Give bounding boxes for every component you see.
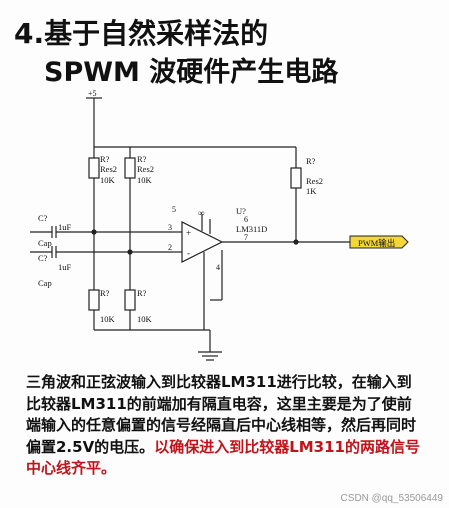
supply-label: +5 <box>88 89 97 98</box>
svg-text:-: - <box>187 248 190 258</box>
svg-text:1uF: 1uF <box>58 222 72 232</box>
svg-text:4: 4 <box>216 263 220 272</box>
svg-text:10K: 10K <box>100 175 116 185</box>
svg-text:R?: R? <box>137 154 147 164</box>
svg-text:1K: 1K <box>306 186 317 196</box>
svg-text:10K: 10K <box>100 314 116 324</box>
svg-text:5: 5 <box>172 205 176 214</box>
svg-text:R?: R? <box>100 154 110 164</box>
svg-text:Res2: Res2 <box>137 164 154 174</box>
svg-text:6: 6 <box>244 215 248 224</box>
svg-text:LM311D: LM311D <box>236 224 267 234</box>
svg-text:C?: C? <box>38 213 48 223</box>
r-left-top-body <box>88 157 100 179</box>
description-paragraph: 三角波和正弦波输入到比较器LM311进行比较，在输入到比较器LM311的前端加有… <box>26 372 426 480</box>
svg-text:C?: C? <box>38 253 48 263</box>
r-mid-top-body <box>124 157 136 179</box>
svg-text:+: + <box>186 228 191 238</box>
svg-text:Res2: Res2 <box>306 176 323 186</box>
output-port <box>349 235 409 249</box>
svg-text:Cap: Cap <box>38 278 52 288</box>
svg-text:10K: 10K <box>137 175 153 185</box>
title-line-2: SPWM 波硬件产生电路 <box>44 57 339 88</box>
output-label: PWM输出 <box>358 238 395 248</box>
svg-text:U?: U? <box>236 206 246 216</box>
svg-text:7: 7 <box>244 233 248 242</box>
title-line-1: 4.基于自然采样法的 <box>14 17 269 50</box>
r-right-body <box>290 167 302 189</box>
r-left-bottom-body <box>88 289 100 311</box>
description-highlight: 以确保进入到比较器LM311的两路信号中心线齐平。 <box>26 437 420 478</box>
svg-text:3: 3 <box>168 223 172 232</box>
svg-text:∞: ∞ <box>198 208 204 218</box>
svg-text:R?: R? <box>137 288 147 298</box>
svg-text:10K: 10K <box>137 314 153 324</box>
svg-text:R?: R? <box>100 288 110 298</box>
svg-text:2: 2 <box>168 243 172 252</box>
comparator-body <box>181 221 224 263</box>
svg-text:Res2: Res2 <box>100 164 117 174</box>
r-mid-bottom-body <box>124 289 136 311</box>
circuit-diagram: PWM输出 +5 R? Res2 10K R? Res2 10K R? Res2… <box>30 89 409 361</box>
svg-text:1uF: 1uF <box>58 262 72 272</box>
svg-text:Cap: Cap <box>38 238 52 248</box>
csdn-watermark: CSDN @qq_53506449 <box>340 493 443 504</box>
description-text: 三角波和正弦波输入到比较器LM311进行比较，在输入到比较器LM311的前端加有… <box>26 373 417 456</box>
svg-text:R?: R? <box>306 156 316 166</box>
